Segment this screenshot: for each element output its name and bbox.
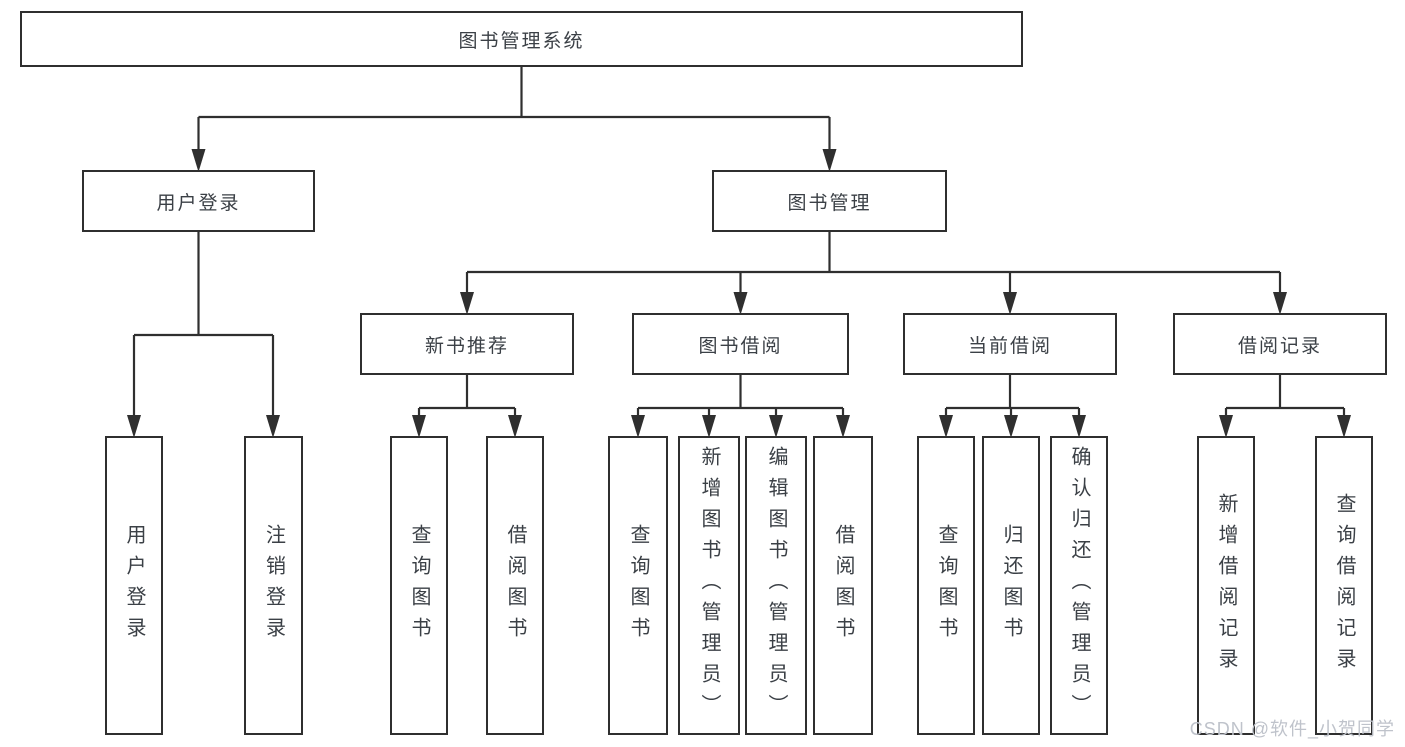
node-label: 新书推荐 <box>424 335 509 357</box>
node-borrow-record-leaf-1: 查询借阅记录 <box>1315 436 1373 735</box>
node-book-borrow-leaf-2: 编辑图书（管理员） <box>745 436 807 735</box>
node-user-login-leaf-0: 用户登录 <box>105 436 163 735</box>
node-label: 用户登录 <box>123 523 145 648</box>
node-new-book-rec-leaf-1: 借阅图书 <box>486 436 544 735</box>
node-label: 确认归还（管理员） <box>1068 446 1090 725</box>
node-current-borrow: 当前借阅 <box>903 313 1117 375</box>
node-book-borrow: 图书借阅 <box>632 313 849 375</box>
node-label: 借阅图书 <box>832 523 854 648</box>
node-current-borrow-leaf-1: 归还图书 <box>982 436 1040 735</box>
node-book-borrow-leaf-1: 新增图书（管理员） <box>678 436 740 735</box>
node-new-book-rec: 新书推荐 <box>360 313 574 375</box>
node-label: 查询图书 <box>935 523 957 648</box>
node-borrow-record: 借阅记录 <box>1173 313 1387 375</box>
node-label: 图书借阅 <box>698 335 783 357</box>
node-label: 图书管理 <box>787 192 872 214</box>
node-label: 借阅记录 <box>1237 335 1322 357</box>
node-book-borrow-leaf-0: 查询图书 <box>608 436 668 735</box>
node-label: 归还图书 <box>1000 523 1022 648</box>
node-label: 借阅图书 <box>504 523 526 648</box>
node-root: 图书管理系统 <box>20 11 1023 67</box>
node-user-login: 用户登录 <box>82 170 315 232</box>
node-label: 新增借阅记录 <box>1215 492 1237 679</box>
node-label: 新增图书（管理员） <box>698 446 720 725</box>
node-label: 查询图书 <box>627 523 649 648</box>
node-label: 用户登录 <box>156 192 241 214</box>
node-label: 编辑图书（管理员） <box>765 446 787 725</box>
node-user-login-leaf-1: 注销登录 <box>244 436 303 735</box>
node-label: 注销登录 <box>262 523 285 648</box>
node-current-borrow-leaf-2: 确认归还（管理员） <box>1050 436 1108 735</box>
node-new-book-rec-leaf-0: 查询图书 <box>390 436 448 735</box>
node-label: 查询借阅记录 <box>1333 492 1355 679</box>
node-book-borrow-leaf-3: 借阅图书 <box>813 436 873 735</box>
node-label: 查询图书 <box>408 523 430 648</box>
node-book-mgmt: 图书管理 <box>712 170 947 232</box>
node-label: 当前借阅 <box>967 335 1052 357</box>
node-borrow-record-leaf-0: 新增借阅记录 <box>1197 436 1255 735</box>
node-current-borrow-leaf-0: 查询图书 <box>917 436 975 735</box>
node-label: 图书管理系统 <box>458 30 585 52</box>
watermark: CSDN @软件_小贺同学 <box>1189 719 1395 739</box>
